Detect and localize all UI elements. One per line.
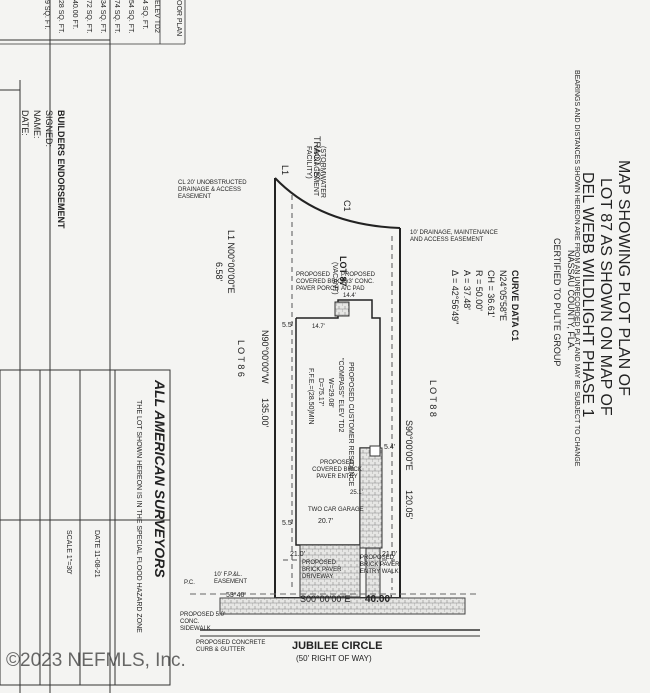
surveyor-date: DATE 11-08-21: [93, 530, 100, 578]
curve-ch-bearing: N24°05'58"E: [498, 270, 508, 322]
dim-25-1: 25.1': [350, 490, 363, 496]
floor-table-row: 28 SQ. FT.: [57, 0, 64, 34]
setback-5-5-a: 5.5': [282, 322, 294, 329]
depth-label: D=75.17': [317, 378, 324, 406]
east-bearing: S90°00'00"E: [404, 420, 414, 471]
curve-ch: CH = 36.61': [486, 270, 496, 318]
driveway-paver: [299, 544, 361, 598]
model-label: "COMPASS" ELEV TD2: [337, 358, 344, 433]
garage-label: TWO CAR GARAGE: [308, 507, 364, 513]
adjacent-lot-88: L O T 8 8: [428, 380, 438, 417]
builders-heading: BUILDERS ENDORSEMENT: [56, 110, 66, 229]
builders-date: DATE:: [20, 110, 30, 136]
curb-label: PROPOSED CONCRETE CURB & GUTTER: [196, 640, 266, 653]
east-dist: 120.05': [404, 490, 414, 520]
floor-table-header: OOR PLAN: [175, 0, 182, 37]
entry-walk-paver: [365, 547, 381, 598]
mls-watermark: ©2023 NEFMLS, Inc.: [6, 650, 186, 671]
surveyor-note: THE LOT SHOWN HEREON IS IN THE SPECIAL F…: [135, 400, 142, 633]
south-bearing: S00°00'00"E: [300, 594, 351, 604]
floor-table-row: 74 SQ. FT.: [113, 0, 120, 34]
drainage-left-label: CL 20' UNOBSTRUCTED DRAINAGE & ACCESS EA…: [178, 180, 247, 200]
ac-pad-label: PROPOSED 3'x3' CONC. A/C PAD: [341, 272, 376, 292]
l1-dist: 6.58': [214, 262, 224, 282]
title-line-1: MAP SHOWING PLOT PLAN OF: [615, 160, 632, 396]
width-label: W=29.08': [327, 378, 334, 408]
builders-signed: SIGNED:: [44, 110, 54, 148]
l1-mark: L1: [280, 165, 290, 176]
west-bearing: N90°00'00"W: [260, 330, 270, 384]
tract-desc: (STORMWATER MANAGEMENT FACILITY): [305, 146, 326, 198]
sidewalk: [190, 593, 480, 637]
dim-14-7: 14.7': [312, 324, 325, 330]
setback-5-4: 5.4': [384, 444, 396, 451]
title-line-5: CERTIFIED TO PULTE GROUP: [552, 238, 562, 367]
setback-21-a: 21.0': [290, 551, 305, 558]
west-dist: 135.00': [260, 398, 270, 428]
porch-paver: [334, 301, 350, 317]
surveyor-title-block: [0, 369, 171, 686]
adjacent-lot-86: L O T 8 6: [236, 340, 246, 377]
bearings-note: BEARINGS AND DISTANCES SHOWN HEREON ARE …: [573, 70, 580, 467]
curve-data-header: CURVE DATA C1: [510, 270, 520, 342]
garage-width: 20.7': [318, 518, 333, 525]
entry-paver: [359, 447, 383, 549]
pc-label: P.C.: [184, 580, 195, 586]
floor-table-row: 4 SQ. FT.: [141, 0, 148, 30]
curve-r: R = 50.00': [474, 270, 484, 311]
title-line-2: LOT 87 AS SHOWN ON MAP OF: [597, 178, 614, 416]
angle-label: 53°40': [226, 592, 246, 599]
floor-table-row: 40.00 FT.: [71, 0, 78, 30]
street-label: JUBILEE CIRCLE: [292, 640, 383, 652]
fpl-label: 10' F.P.&L. EASEMENT: [214, 572, 248, 585]
south-dist: 40.00': [365, 594, 393, 605]
floor-table-grid: [0, 0, 186, 45]
l1-bearing: L1 N00°00'00"E: [226, 230, 236, 294]
floor-table-elev: ELEV TD2: [153, 0, 160, 33]
floor-table-row: 54 SQ. FT.: [127, 0, 134, 34]
sidewalk-label: PROPOSED 5.0' CONC. SIDEWALK: [180, 612, 226, 632]
floor-table-row: 34 SQ. FT.: [99, 0, 106, 34]
curve-a: A = 37.48': [462, 270, 472, 311]
entry-walk-label: PROPOSED BRICK PAVER ENTRY WALK: [360, 555, 400, 575]
ffe-label: F.F.E.=(28.50)MIN: [307, 368, 314, 425]
form-borders: [0, 0, 111, 693]
setback-5-5-b: 5.5': [282, 520, 294, 527]
dim-14-4: 14.4': [343, 293, 356, 299]
builders-name: NAME:: [32, 110, 42, 139]
surveyor-company: ALL AMERICAN SURVEYORS: [152, 380, 168, 578]
c1-mark: C1: [342, 200, 352, 212]
drainage-top-label: 10' DRAINAGE, MAINTENANCE AND ACCESS EAS…: [410, 230, 498, 243]
ac-pad: [369, 445, 381, 457]
floor-table-row: 9 SQ. FT.: [43, 0, 50, 30]
curve-delta: Δ = 42°56'49": [450, 270, 460, 325]
covered-porch-label: PROPOSED COVERED BRICK PAVER PORCH: [296, 272, 346, 292]
row-label: (50' RIGHT OF WAY): [296, 654, 372, 663]
surveyor-scale: SCALE 1"=30': [65, 530, 72, 575]
setback-21-b: 21.0': [382, 551, 397, 558]
floor-table-row: 72 SQ. FT.: [85, 0, 92, 34]
title-line-3: DEL WEBB WILDLIGHT PHASE 1: [579, 172, 596, 418]
driveway-label: PROPOSED BRICK PAVER DRIVEWAY: [302, 560, 342, 580]
entry-label: PROPOSED COVERED BRICK PAVER ENTRY: [312, 460, 362, 480]
